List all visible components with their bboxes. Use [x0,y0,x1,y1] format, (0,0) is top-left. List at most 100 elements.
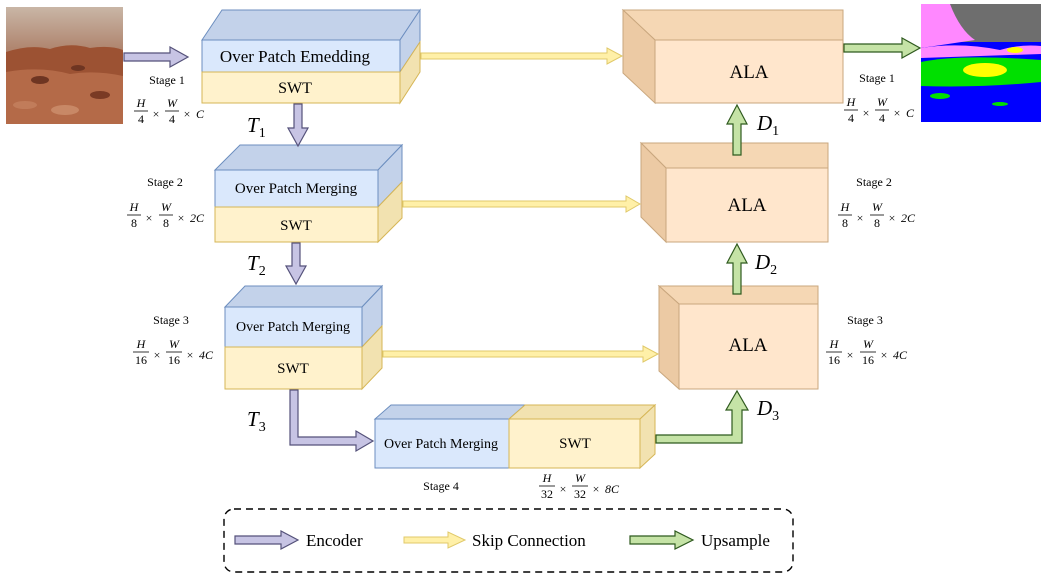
svg-text:×: × [184,107,191,121]
svg-text:W: W [169,337,180,351]
svg-text:H: H [829,337,840,351]
input-terrain-image [6,7,123,124]
legend-skip-arrow [403,531,467,549]
encoder-stage-2-text: Stage 2 [147,175,183,189]
svg-text:8: 8 [874,216,880,230]
dim-encoder-stage-4: H 32 × W 32 × 8C [539,471,620,501]
encoder-stage-3-block: Over Patch Merging SWT [223,284,384,391]
encoder-stage-2-block: Over Patch Merging SWT [213,143,404,244]
token-t2: T2 [247,251,266,279]
token-t1: T1 [247,113,266,141]
svg-text:4: 4 [138,112,144,126]
svg-text:8C: 8C [605,482,620,496]
decoder-ala-1-label: ALA [729,62,768,83]
svg-text:W: W [877,95,888,109]
encoder-arrow-stage1-to-2 [286,103,310,148]
svg-text:×: × [153,107,160,121]
encoder-stage-3-bottom-label: SWT [277,361,309,377]
svg-text:4: 4 [848,111,854,125]
legend-upsample-label: Upsample [701,531,770,550]
svg-text:4: 4 [169,112,175,126]
svg-text:×: × [146,211,153,225]
decoder-stage-1-text: Stage 1 [859,71,895,85]
dim-encoder-stage-1: H 4 × W 4 × C [134,96,205,126]
svg-text:×: × [154,348,161,362]
token-labels: T1 T2 T3 D1 D2 D3 [247,111,779,435]
dim-decoder-stage-2: H 8 × W 8 × 2C [838,200,916,230]
encoder-arrow-input [123,45,190,69]
svg-text:32: 32 [574,487,586,501]
svg-text:4C: 4C [893,348,908,362]
legend: Encoder Skip Connection Upsample [223,508,794,573]
token-t3: T3 [247,407,266,435]
svg-text:16: 16 [168,353,180,367]
svg-text:W: W [161,200,172,214]
encoder-arrow-stage2-to-3 [284,242,308,286]
svg-text:×: × [863,106,870,120]
encoder-stage-3-top-label: Over Patch Merging [236,320,350,335]
encoder-arrows [123,45,375,453]
upsample-arrow-ala2-to-1 [726,103,748,156]
svg-text:W: W [872,200,883,214]
legend-encoder-label: Encoder [306,531,363,550]
svg-text:4C: 4C [199,348,214,362]
svg-text:×: × [881,348,888,362]
dim-encoder-stage-2: H 8 × W 8 × 2C [127,200,205,230]
token-d3: D3 [756,396,779,424]
skip-arrow-stage-1 [420,47,624,65]
svg-text:8: 8 [163,216,169,230]
token-d1: D1 [756,111,779,139]
upsample-arrow-output [843,36,922,60]
skip-arrow-stage-3 [382,345,660,363]
encoder-stage-3-text: Stage 3 [153,313,189,327]
svg-text:×: × [178,211,185,225]
svg-text:2C: 2C [190,211,205,225]
upsample-arrow-ala3-to-2 [726,242,748,295]
dim-decoder-stage-1: H 4 × W 4 × C [844,95,915,125]
decoder-ala-3-label: ALA [728,335,767,356]
encoder-stage-1-bottom-label: SWT [278,80,312,97]
svg-text:16: 16 [828,353,840,367]
svg-text:H: H [846,95,857,109]
decoder-ala-2-label: ALA [727,195,766,216]
decoder-stage-3-text: Stage 3 [847,313,883,327]
svg-text:W: W [167,96,178,110]
svg-text:16: 16 [135,353,147,367]
svg-text:×: × [894,106,901,120]
decoder-stage-2-text: Stage 2 [856,175,892,189]
legend-upsample-arrow [629,530,695,550]
svg-text:8: 8 [131,216,137,230]
skip-connection-arrows [382,47,660,363]
svg-text:H: H [136,96,147,110]
svg-text:H: H [129,200,140,214]
encoder-stage-4-left-label: Over Patch Merging [384,437,498,452]
output-segmentation-image [921,4,1041,122]
svg-text:×: × [847,348,854,362]
svg-text:16: 16 [862,353,874,367]
encoder-stage-4-right-label: SWT [559,436,591,452]
encoder-stage-1-text: Stage 1 [149,73,185,87]
encoder-arrow-stage3-to-4 [289,389,375,453]
svg-text:2C: 2C [901,211,916,225]
token-d2: D2 [754,250,777,278]
encoder-stage-1-top-label: Over Patch Emedding [220,47,371,66]
dim-decoder-stage-3: H 16 × W 16 × 4C [826,337,908,367]
svg-text:×: × [560,482,567,496]
encoder-stage-4-text: Stage 4 [423,479,459,493]
svg-text:8: 8 [842,216,848,230]
legend-encoder-arrow [234,530,300,550]
encoder-stage-4-block: Over Patch Merging SWT [373,403,657,470]
upsample-arrows [655,36,922,444]
svg-text:W: W [863,337,874,351]
decoder-ala-block-3: ALA [657,284,819,391]
svg-text:×: × [187,348,194,362]
svg-text:×: × [857,211,864,225]
encoder-stage-2-top-label: Over Patch Merging [235,181,358,197]
encoder-stage-1-block: Over Patch Emedding SWT [201,8,421,105]
dim-encoder-stage-3: H 16 × W 16 × 4C [133,337,214,367]
decoder-ala-block-1: ALA [621,8,844,105]
svg-text:C: C [906,106,915,120]
encoder-stage-2-bottom-label: SWT [280,218,312,234]
svg-text:32: 32 [541,487,553,501]
